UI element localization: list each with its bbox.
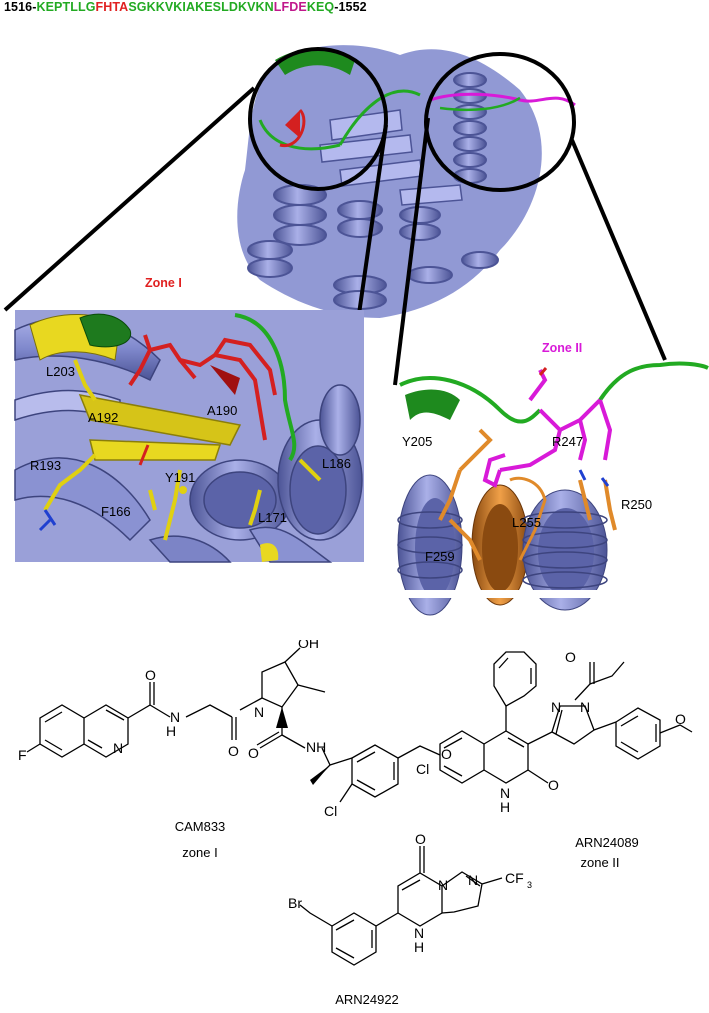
atom-label: H xyxy=(500,799,510,815)
atom-label: N xyxy=(500,785,510,801)
sequence-start: 1516- xyxy=(4,0,37,14)
atom-label: NH xyxy=(306,739,326,755)
zone1-panel xyxy=(14,310,364,563)
sequence-seg-3: SGKKVKIAKESLDKVKN xyxy=(128,0,274,14)
residue-label: Y205 xyxy=(402,434,432,449)
residue-label: L255 xyxy=(512,515,541,530)
chemical-structures: F N O N H O N OH O NH Cl O Cl N H O N N … xyxy=(18,640,693,966)
atom-subscript: 3 xyxy=(527,880,532,890)
compound-name-arn24089: ARN24089 xyxy=(575,835,639,850)
sequence-seg-4: LFDE xyxy=(273,0,307,14)
residue-label: R193 xyxy=(30,458,61,473)
atom-label: O xyxy=(415,831,426,847)
atom-label: F xyxy=(18,747,27,763)
sequence-header: 1516-KEPTLLGFHTASGKKVKIAKESLDKVKNLFDEKEQ… xyxy=(4,0,367,14)
atom-label: O xyxy=(565,649,576,665)
compound-name-arn24922: ARN24922 xyxy=(335,992,399,1007)
atom-label: O xyxy=(548,777,559,793)
atom-label: Br xyxy=(288,895,302,911)
atom-label: O xyxy=(675,711,686,727)
protein-figure: Zone I Zone II L203 A192 A190 R193 Y191 … xyxy=(3,45,709,616)
residue-label: L186 xyxy=(322,456,351,471)
atom-label: N xyxy=(468,872,478,888)
residue-label: L171 xyxy=(258,510,287,525)
zone2-title: Zone II xyxy=(542,341,582,355)
atom-label: CF xyxy=(505,870,524,886)
atom-label: N xyxy=(113,740,123,756)
zone1-title: Zone I xyxy=(145,276,182,290)
atom-label: N xyxy=(580,699,590,715)
residue-label: F259 xyxy=(425,549,455,564)
residue-label: A190 xyxy=(207,403,237,418)
atom-label: O xyxy=(441,746,452,762)
atom-label: H xyxy=(414,939,424,955)
sequence-seg-5: KEQ xyxy=(306,0,335,14)
atom-label: H xyxy=(166,723,176,739)
residue-label: R250 xyxy=(621,497,652,512)
atom-label: N xyxy=(414,925,424,941)
residue-label: A192 xyxy=(88,410,118,425)
compound-zone-cam833: zone I xyxy=(182,845,218,860)
atom-label: O xyxy=(228,743,239,759)
residue-label: F166 xyxy=(101,504,131,519)
sequence-seg-1: KEPTLLG xyxy=(36,0,96,14)
zone2-panel xyxy=(397,361,709,616)
atom-label: OH xyxy=(298,640,319,651)
residue-label: L203 xyxy=(46,364,75,379)
atom-label: N xyxy=(254,704,264,720)
atom-label: Cl xyxy=(416,761,429,777)
zoom-circle-zone1 xyxy=(248,47,388,191)
sequence-end: -1552 xyxy=(334,0,367,14)
atom-label: N xyxy=(551,699,561,715)
protein-cartoon-top xyxy=(237,45,576,318)
residue-label: Y191 xyxy=(165,470,195,485)
atom-label: O xyxy=(145,667,156,683)
atom-label: N xyxy=(438,877,448,893)
atom-label: O xyxy=(248,745,259,761)
sequence-seg-2: FHTA xyxy=(95,0,129,14)
compound-zone-arn24089: zone II xyxy=(580,855,620,870)
atom-label: Cl xyxy=(324,803,337,819)
compound-name-cam833: CAM833 xyxy=(174,819,226,834)
residue-label: R247 xyxy=(552,434,583,449)
atom-label: N xyxy=(170,709,180,725)
